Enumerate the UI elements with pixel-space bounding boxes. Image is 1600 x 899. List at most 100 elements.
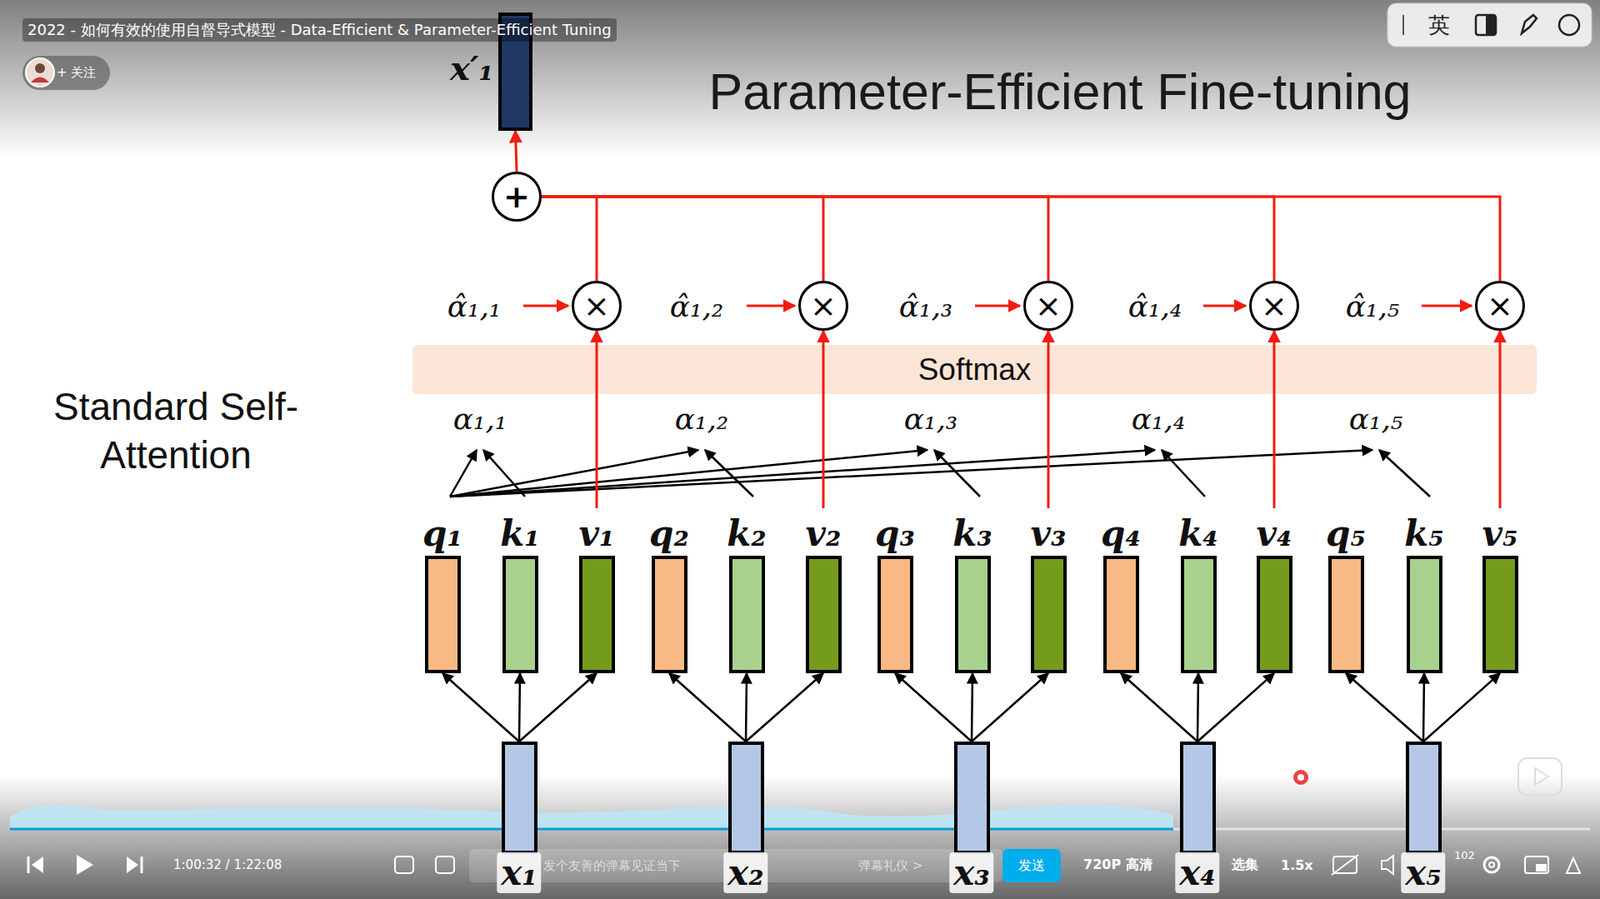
node-label: v₃ <box>1030 513 1067 555</box>
node-label: k₄ <box>1178 513 1219 555</box>
multiply-circle: × <box>1023 280 1074 331</box>
query-vector: q₄ <box>1103 555 1140 674</box>
projection-arrow <box>519 673 520 742</box>
weighted-sum-line <box>1047 330 1050 509</box>
node-label: v₄ <box>1256 513 1293 555</box>
node-label: q₅ <box>1325 513 1366 555</box>
projection-arrow <box>971 673 973 742</box>
query-vector: q₅ <box>1328 555 1365 674</box>
projection-arrow <box>971 673 1049 742</box>
send-button <box>1002 849 1061 883</box>
progress-waveform <box>10 805 1174 829</box>
key-vector: k₅ <box>1406 555 1443 674</box>
query-vector: q₂ <box>651 555 688 674</box>
floating-play-button <box>1518 758 1562 795</box>
softmax-band: Softmax <box>412 345 1537 395</box>
weighted-sum-line <box>515 130 518 172</box>
follow-pill <box>22 55 110 90</box>
input-vector: x₅ <box>1405 741 1442 855</box>
input-vector: x₃ <box>954 741 990 855</box>
attention-score: α₁,₃ <box>904 401 959 436</box>
projection-arrow <box>1423 673 1500 742</box>
node-label: x₂ <box>723 852 768 894</box>
follow-button: + 关注 <box>56 65 96 81</box>
node-label: v₅ <box>1482 513 1519 555</box>
projection-arrow <box>745 673 824 742</box>
progress-track <box>1173 828 1590 831</box>
value-vector: v₅ <box>1482 555 1519 674</box>
node-label: v₂ <box>805 513 842 555</box>
progress-played <box>10 828 1174 831</box>
attention-score: α₁,₂ <box>675 401 730 436</box>
attention-score: α₁,₄ <box>1131 401 1186 436</box>
key-vector: k₂ <box>729 555 765 674</box>
projection-arrow <box>442 673 520 742</box>
node-label: x₄ <box>1175 852 1220 894</box>
viewer-count: 102 <box>1454 849 1475 862</box>
weighted-sum-line <box>541 196 1275 281</box>
language-toggle: 英 <box>1428 10 1450 40</box>
projection-arrow <box>1345 673 1424 742</box>
attention-weight: α̂₁,₁ <box>447 289 502 324</box>
node-label: k₃ <box>952 513 993 555</box>
node-label: q₁ <box>422 513 463 555</box>
node-label: Softmax <box>918 352 1032 388</box>
player-controls <box>28 855 455 875</box>
node-label: + <box>503 178 530 215</box>
key-vector: k₁ <box>502 555 539 674</box>
node-label: q₄ <box>1100 513 1141 555</box>
attention-score: α₁,₁ <box>453 401 508 436</box>
query-vector: q₁ <box>425 555 461 674</box>
attention-weight: α̂₁,₂ <box>670 289 725 324</box>
attention-score: α₁,₅ <box>1349 401 1404 436</box>
projection-arrow <box>519 673 597 742</box>
weighted-sum-line <box>822 330 825 509</box>
weighted-sum-line <box>595 330 599 509</box>
weighted-sum-line <box>1273 330 1276 509</box>
input-vector: x₄ <box>1180 741 1216 855</box>
sum-circle: + <box>491 171 542 222</box>
node-label: × <box>1486 287 1514 325</box>
quality-label: 720P 高清 <box>1083 856 1153 875</box>
top-toolbar <box>1387 3 1592 47</box>
node-label: x₅ <box>1400 852 1445 894</box>
projection-arrow <box>745 673 747 742</box>
value-vector: v₂ <box>805 555 842 674</box>
node-label: k₂ <box>726 513 767 555</box>
projection-arrow <box>1197 673 1199 742</box>
value-vector: v₁ <box>579 555 615 674</box>
multiply-circle: × <box>1475 280 1525 331</box>
node-label: k₁ <box>500 513 540 555</box>
weight-arrows <box>523 305 1472 308</box>
node-label: x′₁ <box>450 48 494 88</box>
attention-weight: α̂₁,₃ <box>899 289 954 324</box>
attention-weight: α̂₁,₄ <box>1128 289 1183 324</box>
top-shade <box>0 0 1600 159</box>
node-label: x₃ <box>949 852 994 894</box>
avatar <box>25 58 55 87</box>
multiply-circle: × <box>571 280 622 331</box>
weighted-sum-line <box>541 196 824 281</box>
input-vector: x₁ <box>501 741 538 855</box>
node-label: × <box>1035 287 1062 325</box>
side-heading: Standard Self-Attention <box>34 383 318 480</box>
projection-arrow <box>669 673 746 742</box>
weighted-sum-line <box>1499 330 1502 509</box>
key-vector: k₄ <box>1180 555 1217 674</box>
projection-arrow <box>1423 673 1425 742</box>
multiply-circle: × <box>1249 280 1300 331</box>
player-shade <box>0 775 1600 899</box>
query-vector: q₃ <box>877 555 914 674</box>
node-label: × <box>583 287 610 325</box>
video-title: 2022 - 如何有效的使用自督导式模型 - Data-Efficient & … <box>22 18 617 42</box>
attention-weight: α̂₁,₅ <box>1345 289 1400 324</box>
projection-arrow <box>895 673 972 742</box>
input-vector: x₂ <box>728 741 765 855</box>
value-vector: v₄ <box>1256 555 1293 674</box>
weighted-sum-line <box>541 196 597 281</box>
node-label: k₅ <box>1404 513 1445 555</box>
weighted-sum-line <box>541 196 1500 281</box>
softmax-band-fill <box>412 345 1537 395</box>
node-label: q₃ <box>875 513 915 555</box>
slide-title: Parameter-Efficient Fine-tuning <box>708 62 1411 121</box>
